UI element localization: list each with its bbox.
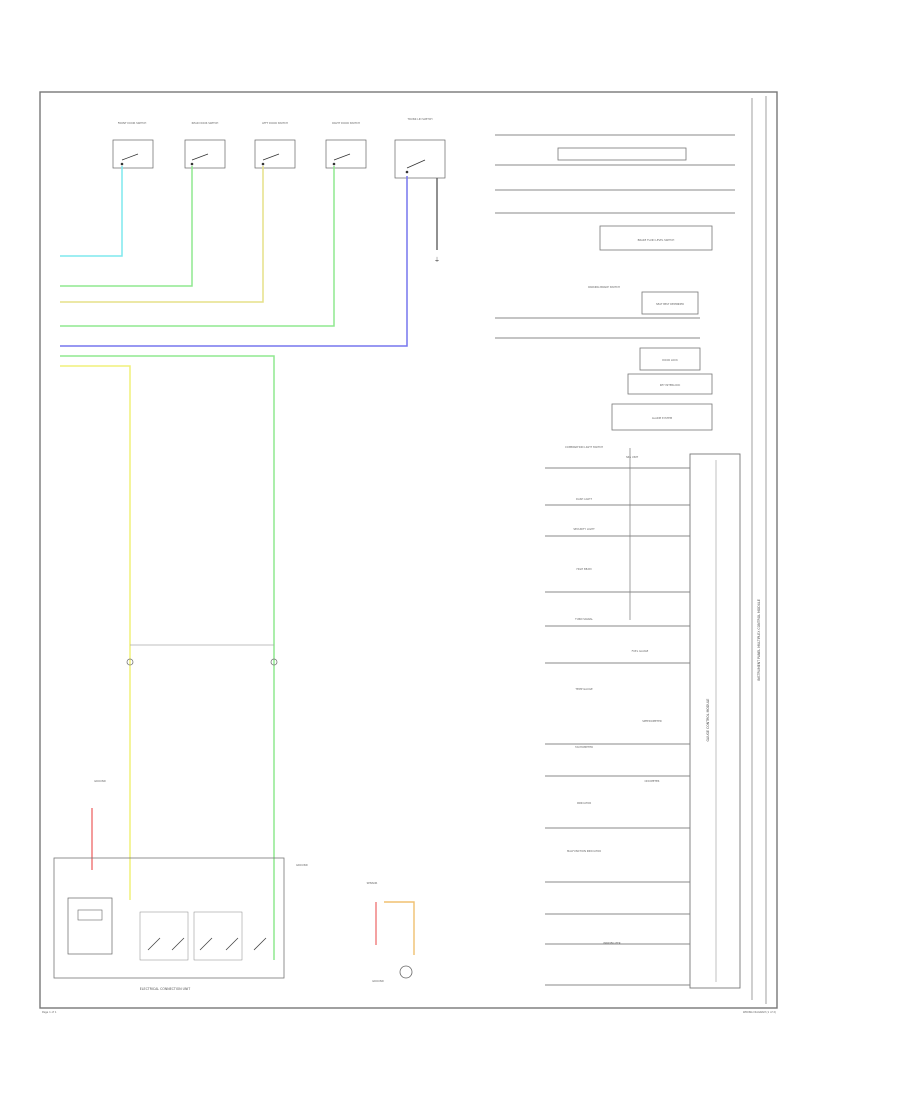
switch-label: RIGHT DOOR SWITCH	[332, 121, 360, 125]
diagram-frame	[39, 91, 778, 1009]
right-entry-label: INDICATOR	[577, 801, 591, 805]
switch-front-door: FRONT DOOR SWITCH	[112, 121, 154, 169]
splice-point	[126, 658, 134, 666]
wire-green-2	[60, 166, 335, 327]
switch-contact	[121, 153, 139, 161]
ground-mid-label: GROUND	[296, 863, 308, 867]
switch-label: LEFT DOOR SWITCH	[262, 121, 288, 125]
connection-switches	[147, 937, 267, 951]
switch-left-door: LEFT DOOR SWITCH	[254, 121, 296, 169]
switch-terminal	[332, 162, 336, 166]
splice-point	[270, 658, 278, 666]
switch-rear-door: REAR DOOR SWITCH	[184, 121, 226, 169]
inner-vertical-note: GAUGE CONTROL MODULE	[706, 699, 710, 742]
right-entry-label: COMBINATION LIGHT SWITCH	[565, 445, 603, 449]
switch-terminal	[405, 170, 409, 174]
switch-contact	[262, 153, 280, 161]
connection-sub-box	[139, 911, 189, 961]
ground-left-label: GROUND	[94, 779, 106, 783]
right-entry-label: SECURITY LIGHT	[573, 527, 595, 531]
wire-orange	[384, 901, 415, 955]
right-entry-label: TEMP GAUGE	[575, 687, 593, 691]
right-box-label: PARKING BRAKE SWITCH	[588, 285, 620, 289]
ground-bottom-label: GROUND	[372, 979, 384, 983]
switch-box	[112, 139, 154, 169]
relay-box	[67, 897, 113, 955]
switch-label: TRUNK LID SWITCH	[408, 117, 433, 121]
switch-box	[325, 139, 367, 169]
wire-cyan	[60, 166, 123, 257]
right-entry-label: DASH LIGHT	[576, 497, 592, 501]
switch-contact	[191, 153, 209, 161]
connection-sub-box	[193, 911, 243, 961]
right-bus-lines	[495, 134, 735, 339]
wire-blue	[60, 176, 408, 347]
ground-symbol: ⏚	[434, 257, 440, 264]
connector-label: ELECTRICAL CONNECTION UNIT	[140, 987, 191, 991]
switch-label: FRONT DOOR SWITCH	[118, 121, 147, 125]
right-entry-label: IMMOBILIZER	[603, 941, 620, 945]
right-box-label: SRS UNIT	[626, 455, 639, 459]
switch-terminal	[120, 162, 124, 166]
right-entry-label: FUEL GAUGE	[632, 649, 649, 653]
right-entry-label: TACHOMETER	[575, 745, 593, 749]
right-entry-label: HIGH BEAM	[577, 567, 592, 571]
switch-box	[184, 139, 226, 169]
switch-trunk-lid: TRUNK LID SWITCH ⏚	[394, 117, 446, 264]
right-boxes	[599, 225, 713, 431]
wire-yellow-1	[60, 166, 264, 303]
sensor-label: SENSOR	[367, 881, 378, 885]
sensor-symbol	[399, 965, 413, 979]
right-vertical-note: INSTRUMENT PANEL MULTIPLEX CONTROL MODUL…	[757, 599, 761, 681]
right-box-label: ALARM SYSTEM	[652, 416, 672, 420]
right-entry-label: TURN SIGNAL	[575, 617, 593, 621]
switch-label: REAR DOOR SWITCH	[192, 121, 219, 125]
module-enclosure	[689, 453, 741, 989]
right-entry-labels: COMBINATION LIGHT SWITCH DASH LIGHT SECU…	[565, 445, 662, 945]
switch-terminal	[190, 162, 194, 166]
switch-contact	[333, 153, 351, 161]
switch-contact	[406, 159, 426, 169]
wire-green-3	[60, 355, 275, 960]
switch-box	[254, 139, 296, 169]
wire-yellow-2	[60, 365, 131, 900]
switch-box	[394, 139, 446, 179]
footer-left: Page 1 of 1	[42, 1010, 57, 1014]
wire-green-1	[60, 166, 193, 287]
right-entry-label: ODOMETER	[645, 779, 660, 783]
right-box-label: DOOR LOCK	[662, 358, 678, 362]
right-entry-label: MALFUNCTION INDICATOR	[567, 849, 601, 853]
switch-right-door: RIGHT DOOR SWITCH	[325, 121, 367, 169]
right-entry-rules	[545, 467, 690, 986]
right-box-label: KEY INTERLOCK	[660, 383, 681, 387]
right-entry-label: SPEEDOMETER	[642, 719, 662, 723]
right-box-label: SEAT BELT REMINDER	[656, 302, 684, 306]
footer-right: WIRING DIAGRAM (1 of 2)	[743, 1010, 776, 1014]
connection-unit-box	[53, 857, 285, 979]
right-box-label: BRAKE FLUID LEVEL SWITCH	[638, 238, 675, 242]
switch-terminal	[261, 162, 265, 166]
relay-coil	[77, 909, 103, 921]
bus-bar	[557, 147, 687, 161]
